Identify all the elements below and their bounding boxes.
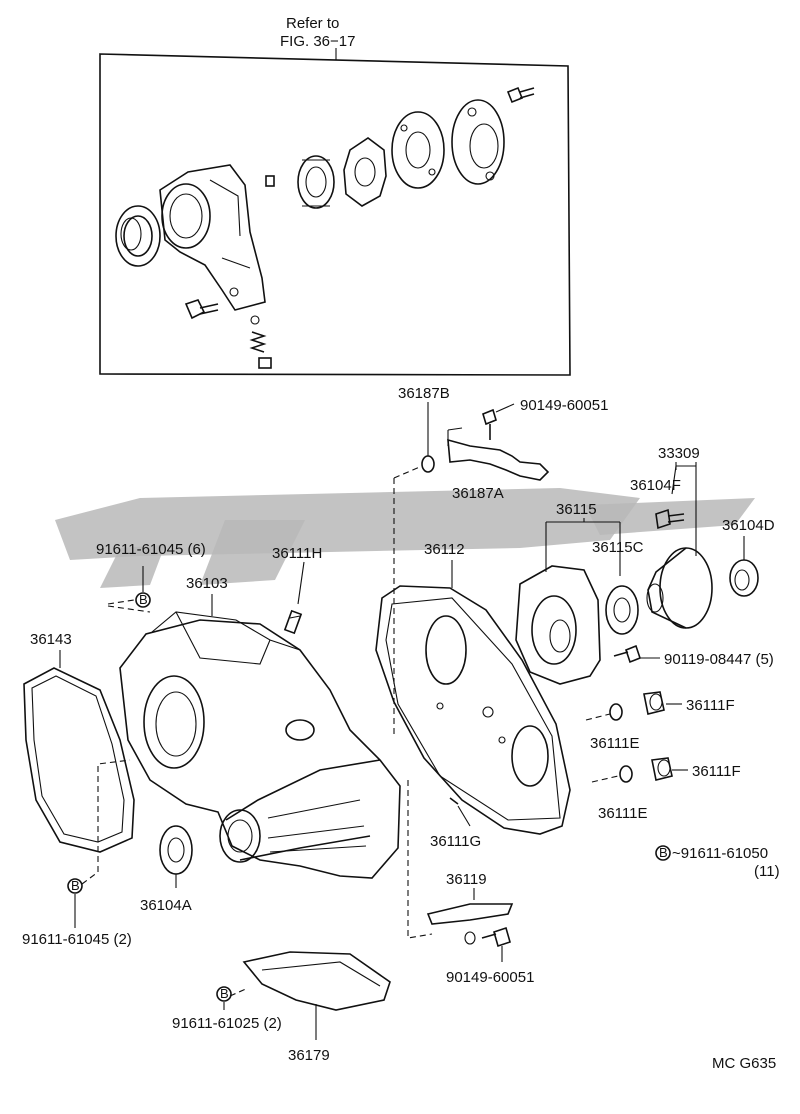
pump-cover-drawing [451, 99, 505, 185]
part-91611-61045-6: 91611-61045 (6) [96, 541, 206, 558]
case-cover-group: 36179 B 91611-61025 (2) [172, 951, 391, 1064]
callout-b-right-letter: B [659, 845, 668, 860]
plug-drawing-2 [651, 757, 673, 781]
case-gasket-group: 36143 [23, 631, 135, 853]
part-36119: 36119 [446, 871, 487, 888]
drain-plug-group: 36111F 36111E 36111F 36111E B ~91611-610… [585, 691, 780, 880]
callout-b-bottom-letter: B [220, 986, 229, 1001]
diagram-code: MC G635 [712, 1055, 776, 1072]
part-33309: 33309 [658, 445, 700, 462]
part-91611-61045-2: 91611-61045 (2) [22, 931, 132, 948]
receiver-bolt-drawing [464, 926, 511, 948]
drive-gear-drawing [297, 155, 335, 209]
part-36111E-upper: 36111E [590, 735, 640, 752]
part-36187B: 36187B [398, 385, 450, 402]
reference-frame: Refer to FIG. 36−17 [99, 15, 571, 376]
callout-b-upper [135, 592, 151, 608]
callout-b-lower [67, 878, 83, 894]
adapter-plate-group: 36112 36111G [375, 541, 571, 850]
part-91611-61025: 91611-61025 (2) [172, 1015, 282, 1032]
callout-b-lower-letter: B [71, 878, 80, 893]
part-91611-61050-qty: (11) [754, 863, 780, 880]
assembly-guide-lines [107, 465, 433, 997]
part-36111E-lower: 36111E [598, 805, 648, 822]
key-drawing [265, 175, 275, 187]
transaxle-case-group: 36111H 36103 B 91611-61045 (6) [96, 541, 401, 879]
adapter-bolt-drawing [655, 508, 685, 530]
part-36143: 36143 [30, 631, 72, 648]
case-gasket-drawing [23, 667, 135, 853]
watermark-logo [55, 488, 755, 588]
part-36111F-lower: 36111F [692, 763, 741, 780]
part-36112: 36112 [424, 541, 465, 558]
transfer-case-drawing [515, 565, 601, 685]
dust-cover-drawing [729, 559, 759, 597]
bearing-seal-drawing [605, 585, 639, 635]
gasket-drawing-2 [619, 765, 633, 783]
plug-drawing-1 [643, 691, 665, 715]
rotor-drawing [343, 137, 387, 207]
part-36187A: 36187A [452, 485, 504, 502]
adapter-plate-drawing [375, 585, 571, 835]
part-36179: 36179 [288, 1047, 330, 1064]
part-36115C: 36115C [592, 539, 644, 556]
oil-seal-drawing [115, 205, 161, 267]
speedo-bolt-drawing [482, 408, 497, 426]
transfer-output-group: 33309 36104F 36104D 36115 36115C [515, 445, 775, 685]
cover-screw-drawing [506, 86, 535, 104]
transaxle-case-drawing [119, 611, 401, 879]
pump-body-drawing [391, 111, 445, 189]
part-36115: 36115 [556, 501, 597, 518]
part-90149-60051-bottom: 90149-60051 [446, 969, 534, 986]
refer-fig-label: FIG. 36−17 [280, 33, 355, 50]
housing-bolt-drawing [184, 299, 219, 320]
refer-to-label: Refer to [286, 15, 339, 32]
check-ball-spring-drawing [249, 315, 272, 369]
part-36111G: 36111G [430, 833, 481, 850]
axle-seal-drawing [159, 825, 193, 875]
part-91611-61050: ~91611-61050 [672, 845, 768, 862]
pump-housing-drawing [159, 164, 266, 311]
oil-receiver-group: 36119 90149-60051 [426, 871, 534, 986]
case-bolt-drawing [613, 644, 641, 664]
speedo-sleeve-drawing [447, 438, 550, 481]
callout-b-bottom [216, 986, 232, 1002]
oil-receiver-drawing [426, 903, 514, 925]
part-36103: 36103 [186, 575, 228, 592]
axle-seal-group: 36104A B 91611-61045 (2) [22, 759, 193, 948]
gasket-drawing-1 [609, 703, 623, 721]
extension-adapter-drawing [646, 547, 713, 629]
callout-b-upper-letter: B [139, 592, 148, 607]
part-90149-60051-top: 90149-60051 [520, 397, 608, 414]
pin-drawing [449, 797, 459, 805]
part-36111F-upper: 36111F [686, 697, 735, 714]
callout-b-right [655, 845, 671, 861]
part-36104A: 36104A [140, 897, 192, 914]
case-cover-drawing [242, 951, 391, 1011]
part-36104D: 36104D [722, 517, 775, 534]
o-ring-drawing [421, 455, 435, 473]
speedometer-sleeve-group: 36187B 90149-60051 36187A [398, 385, 608, 502]
part-36104F: 36104F [630, 477, 681, 494]
breather-plug-drawing [283, 609, 303, 635]
part-36111H: 36111H [272, 545, 322, 562]
part-90119-08447: 90119-08447 (5) [664, 651, 774, 668]
